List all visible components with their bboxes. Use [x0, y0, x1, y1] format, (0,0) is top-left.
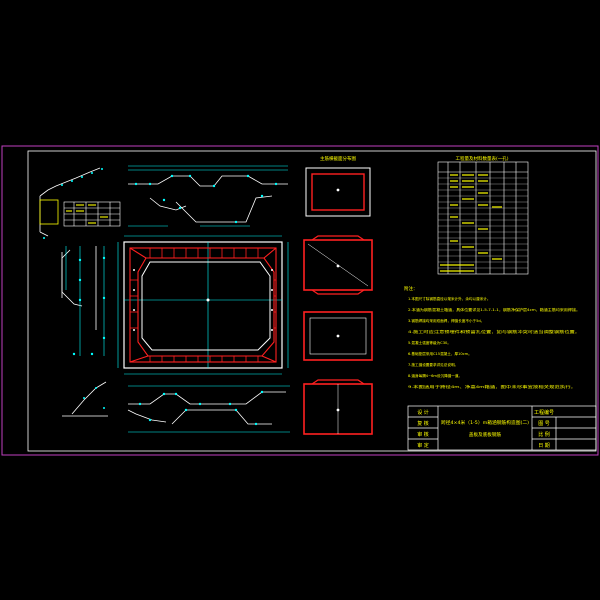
left-cyan-dims	[65, 246, 105, 356]
box-outline	[123, 241, 283, 369]
frame-1	[305, 167, 371, 217]
drawing-title-line1: 跨径4×4米（1-5）m箱涵钢筋构造图(二)	[441, 419, 529, 426]
quantity-table-rows	[438, 177, 528, 269]
bottom-bar-dims	[128, 385, 290, 433]
small-table-fill	[66, 204, 108, 224]
frame-3	[303, 311, 373, 361]
frame-4	[303, 379, 373, 435]
date-label: 日 期	[538, 443, 550, 449]
box-dots	[133, 269, 273, 331]
frames-title: 主筋横截面分布图	[320, 155, 356, 162]
drawing-number-label: 图 号	[538, 421, 550, 427]
note-item: 9.本图适用于跨径4m、净高4m箱涵，图中未尽事宜按相关规范执行。	[408, 384, 576, 389]
note-item: 3.钢筋焊接均采用双面焊，焊缝长度不小于5d。	[408, 318, 484, 323]
quantity-table	[437, 161, 529, 275]
scale-label: 比 例	[538, 431, 550, 438]
note-item: 2.本涵为钢筋混凝土箱涵，具体位置详见1-5-7-1-1，钢筋净保护层4cm，箱…	[408, 307, 580, 312]
notes-list: 1.本图尺寸除钢筋直径以毫米计外，余均以厘米计。 2.本涵为钢筋混凝土箱涵，具体…	[408, 296, 580, 389]
left-vertical-bars	[61, 246, 97, 330]
top-bent-bars	[128, 175, 288, 223]
top-bar-dots	[134, 174, 278, 224]
box-inner-opening	[141, 261, 271, 351]
approver-label: 审 定	[417, 442, 429, 449]
title-block	[407, 405, 597, 451]
note-item: 1.本图尺寸除钢筋直径以毫米计外，余均以厘米计。	[408, 296, 491, 301]
left-cyan-dots	[72, 256, 106, 356]
drawing-title-line2: 盖板及底板钢筋	[469, 431, 502, 438]
outer-sheet-border	[1, 145, 599, 456]
note-item: 4.施工时应注意预埋件和预留孔位置，如与钢筋冲突可适当调整钢筋位置。	[408, 329, 580, 334]
left-bottom-dots	[83, 387, 105, 409]
note-item: 7.施工缝设置要求详见总说明。	[408, 362, 458, 367]
box-cyan-grid	[117, 235, 289, 375]
inner-sheet-border	[27, 150, 597, 452]
left-cyan-marks	[43, 168, 103, 239]
box-stirrup-ticks	[130, 248, 276, 362]
title-block-right-labels: 工程编号 图 号 比 例 日 期	[534, 409, 554, 449]
small-quantity-table	[63, 201, 121, 227]
note-item: 6.基础垫层采用C15混凝土，厚10cm。	[408, 351, 472, 356]
bottom-bent-bars	[127, 391, 286, 425]
left-rebar-detail	[39, 167, 101, 237]
notes-title: 附注：	[404, 285, 418, 292]
left-diagonal-bar	[62, 381, 108, 417]
bottom-bar-dots	[138, 390, 264, 426]
reviewer-label: 审 核	[417, 431, 429, 438]
note-item: 5.混凝土强度等级为C30。	[408, 340, 451, 345]
designer-label: 设 计	[417, 409, 429, 416]
box-rebar-cage	[129, 247, 277, 363]
note-item: 8.涵身每隔4~6m设沉降缝一道。	[408, 373, 462, 378]
project-number-label: 工程编号	[534, 409, 554, 416]
frame-2	[303, 235, 373, 295]
table-title: 工程量及材料数量表(一孔)	[455, 155, 508, 162]
top-bar-dims	[128, 165, 288, 227]
quantity-table-cells	[440, 174, 502, 272]
checker-label: 复 核	[417, 420, 429, 427]
title-block-left-labels: 设 计 复 核 审 核 审 定	[417, 409, 429, 449]
